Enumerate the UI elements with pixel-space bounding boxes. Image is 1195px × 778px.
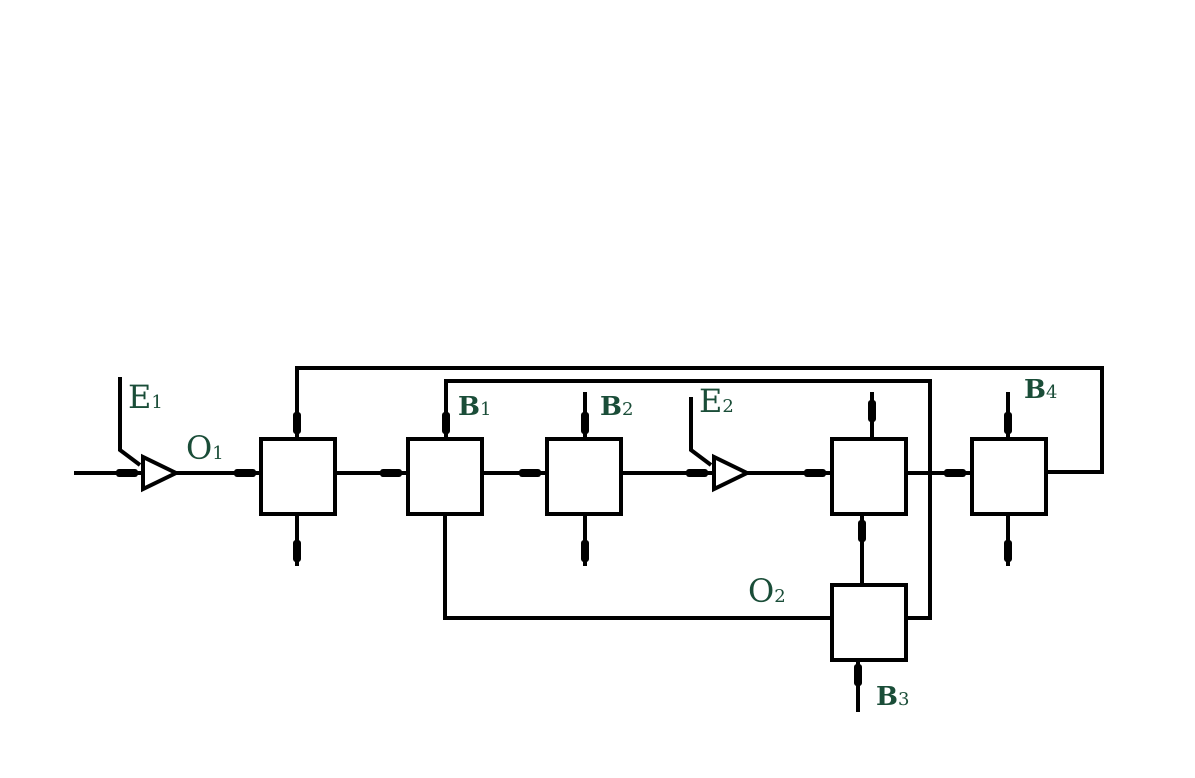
arrow-tip xyxy=(581,540,589,562)
label-o1: O1 xyxy=(186,429,224,467)
amplifier-1 xyxy=(141,453,181,493)
label-b3: B3 xyxy=(876,682,909,712)
e1-control-wire xyxy=(118,377,142,467)
arrow-tip xyxy=(1004,540,1012,562)
arrow-tip xyxy=(581,412,589,434)
arrow-tip xyxy=(804,469,826,477)
inner-loop-wire xyxy=(444,379,932,620)
arrow-tip xyxy=(519,469,541,477)
arrow-tip xyxy=(1004,412,1012,434)
arrow-tips xyxy=(116,400,1012,686)
label-b4: B4 xyxy=(1024,375,1057,405)
block-2 xyxy=(406,437,484,516)
label-b1: B1 xyxy=(458,392,491,422)
arrow-tip xyxy=(858,520,866,542)
arrow-tip xyxy=(442,412,450,434)
arrow-tip xyxy=(234,469,256,477)
arrow-tip xyxy=(944,469,966,477)
label-e2: E2 xyxy=(699,382,734,420)
block-6 xyxy=(970,437,1048,516)
arrow-tip xyxy=(380,469,402,477)
label-o2: O2 xyxy=(748,572,786,610)
e2-control-wire xyxy=(689,397,713,467)
arrow-tip xyxy=(116,469,138,477)
arrow-tip xyxy=(854,664,862,686)
block-1 xyxy=(259,437,337,516)
bottom-loop-wire xyxy=(443,514,832,620)
outer-feedback-wire xyxy=(295,366,1104,474)
arrow-tip xyxy=(293,412,301,434)
block-4 xyxy=(830,583,908,662)
arrow-tip xyxy=(868,400,876,422)
label-b2: B2 xyxy=(600,392,633,422)
label-e1: E1 xyxy=(128,378,163,416)
block-3 xyxy=(545,437,623,516)
amplifier-2 xyxy=(712,453,752,493)
arrow-tip xyxy=(293,540,301,562)
arrow-tip xyxy=(686,469,708,477)
block-5 xyxy=(830,437,908,516)
